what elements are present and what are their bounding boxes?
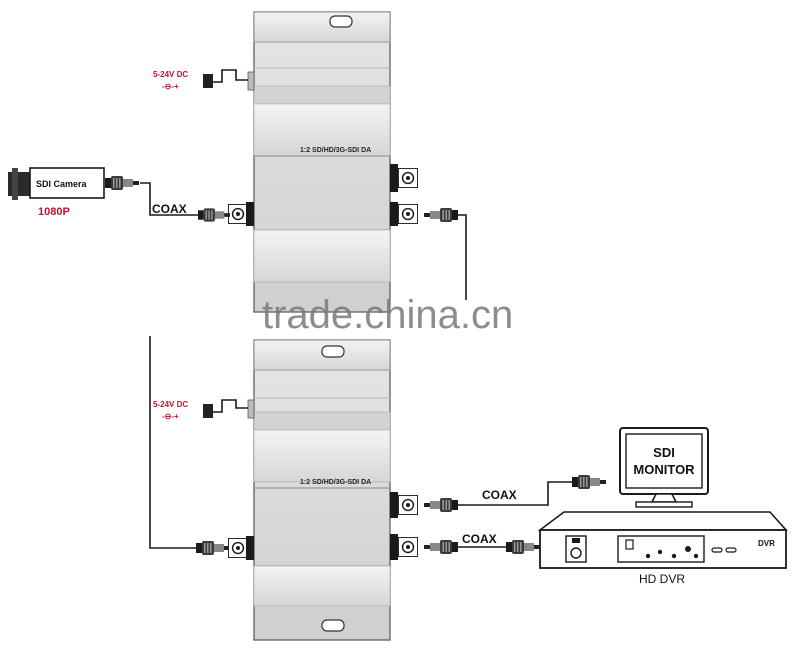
hd-dvr: DVR HD DVR [537,511,788,586]
top-power-polarity: -⊖-+ [162,82,179,91]
camera-body [29,167,105,199]
bottom-power-polarity: -⊖-+ [162,412,179,421]
output-2-bnc-icon [398,537,418,557]
camera-bnc-plug-icon [105,176,139,190]
monitor-out-plug-icon [424,498,458,512]
output-2-bnc-icon [398,204,418,224]
output-1-bnc-icon [398,495,418,515]
top-input-plug-icon [198,208,230,222]
monitor-in-plug-icon [572,475,606,489]
input-bnc-icon [228,204,248,224]
monitor-screen [625,433,703,489]
bottom-power-cable [205,399,248,413]
dvr-in-plug-icon [506,540,540,554]
monitor-coax-label: COAX [482,488,517,502]
top-da-label: 1:2 SD/HD/3G-SDI DA [300,147,371,154]
mounting-slot [321,619,345,632]
link-cable [149,336,196,549]
bottom-distribution-amplifier: 1:2 SD/HD/3G-SDI DA [228,339,418,641]
top-output-cable [458,214,467,300]
input-bnc-icon [228,538,248,558]
top-power-voltage: 5-24V DC [153,70,188,79]
output-1-bnc-icon [398,168,418,188]
dvr-coax-label: COAX [462,532,497,546]
bottom-to-monitor-cable [458,481,580,506]
sdi-camera: SDI Camera 1080P [8,167,139,218]
monitor-line2: MONITOR [633,462,695,477]
monitor-line1: SDI [653,445,675,460]
bottom-power-input: 5-24V DC -⊖-+ [153,399,248,421]
dc-plug-icon [203,74,213,88]
monitor-stand [650,493,678,503]
sdi-monitor: SDI MONITOR [619,427,709,508]
bottom-power-voltage: 5-24V DC [153,400,188,409]
dvr-out-plug-icon [424,540,458,554]
mounting-slot [329,15,353,28]
camera-coax-label: COAX [152,202,187,216]
bottom-da-label: 1:2 SD/HD/3G-SDI DA [300,479,371,486]
dvr-caption: HD DVR [639,572,685,586]
dc-plug-icon [203,404,213,418]
top-power-input: 5-24V DC -⊖-+ [153,69,248,91]
camera-to-top-cable [140,182,228,216]
camera-label: SDI Camera [36,179,88,189]
camera-lens-icon [8,172,30,196]
dvr-badge: DVR [758,539,775,548]
bottom-input-plug-icon [196,541,230,555]
camera-resolution: 1080P [38,206,70,218]
power-port [247,71,255,91]
top-distribution-amplifier: 1:2 SD/HD/3G-SDI DA [228,11,418,313]
power-port [247,399,255,419]
top-power-cable [205,69,248,83]
mounting-slot [321,345,345,358]
top-output-plug-icon [424,208,458,222]
watermark-text: trade.china.cn [262,293,513,337]
